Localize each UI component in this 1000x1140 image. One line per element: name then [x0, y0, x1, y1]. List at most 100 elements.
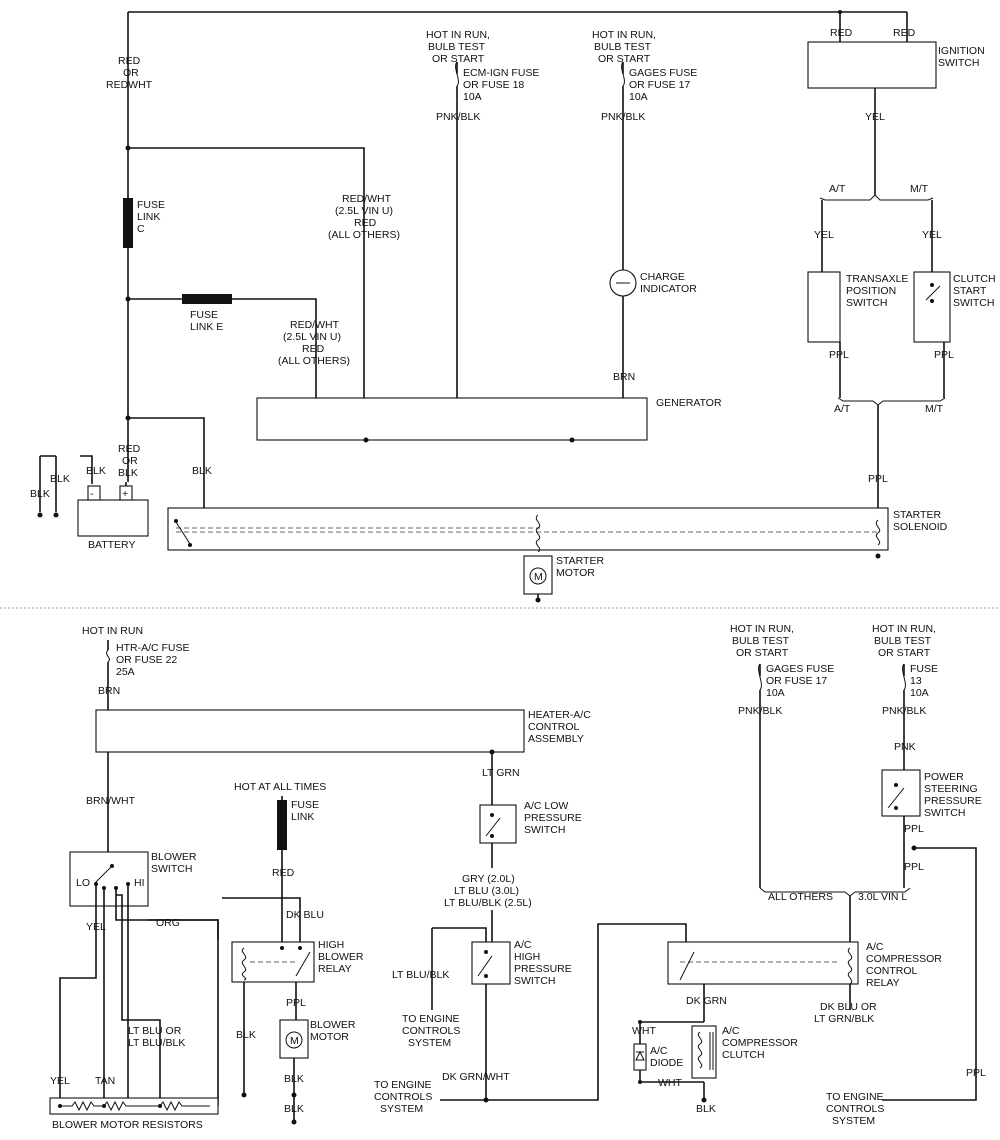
- svg-text:LINK: LINK: [291, 811, 314, 823]
- svg-text:HTR-A/C FUSE: HTR-A/C FUSE: [116, 642, 190, 654]
- label-dk-blu-or: DK BLU OR LT GRN/BLK: [814, 1001, 877, 1025]
- label-ac-high-switch: A/C HIGH PRESSURE SWITCH: [514, 939, 572, 987]
- label-ecm-fuse: ECM-IGN FUSE OR FUSE 18 10A: [463, 67, 539, 103]
- svg-text:MOTOR: MOTOR: [556, 567, 595, 579]
- battery-negative-terminal: [87, 485, 101, 501]
- label-starter-motor: STARTER MOTOR: [556, 555, 604, 579]
- label-to-engine-2: TO ENGINE CONTROLS SYSTEM: [374, 1079, 432, 1115]
- svg-text:GAGES FUSE: GAGES FUSE: [629, 67, 697, 79]
- label-blk-g1: BLK: [192, 465, 212, 477]
- label-ppl-l: PPL: [829, 349, 849, 361]
- label-blk-b1: BLK: [236, 1029, 256, 1041]
- label-mt-1: M/T: [910, 183, 929, 195]
- svg-text:OR FUSE 17: OR FUSE 17: [766, 675, 827, 687]
- label-ppl-far: PPL: [966, 1067, 986, 1079]
- svg-text:RED: RED: [118, 443, 141, 455]
- label-ac-low-switch: A/C LOW PRESSURE SWITCH: [524, 800, 582, 836]
- label-clutch-switch: CLUTCH START SWITCH: [953, 273, 996, 309]
- label-yel-ign: YEL: [865, 111, 885, 123]
- label-lt-grn: LT GRN: [482, 767, 520, 779]
- svg-text:BLK: BLK: [118, 467, 138, 479]
- label-pnkblk-3: PNK/BLK: [738, 705, 782, 717]
- fuse-link-e: [182, 294, 232, 304]
- label-yel-b: YEL: [86, 921, 106, 933]
- label-charge-indicator: CHARGE INDICATOR: [640, 271, 697, 295]
- svg-text:CONTROL: CONTROL: [528, 721, 579, 733]
- svg-text:COMPRESSOR: COMPRESSOR: [866, 953, 942, 965]
- label-heater-control: HEATER-A/C CONTROL ASSEMBLY: [528, 709, 591, 745]
- heater-ac-control-assembly: [95, 709, 525, 753]
- svg-text:ECM-IGN FUSE: ECM-IGN FUSE: [463, 67, 539, 79]
- transaxle-position-switch: [807, 271, 841, 343]
- svg-text:A/C: A/C: [722, 1025, 740, 1037]
- label-high-blower-relay: HIGH BLOWER RELAY: [318, 939, 364, 975]
- blower-switch: [69, 851, 149, 907]
- svg-text:CONTROLS: CONTROLS: [374, 1091, 432, 1103]
- svg-text:OR FUSE 18: OR FUSE 18: [463, 79, 524, 91]
- label-redwht-1: RED/WHT (2.5L VIN U) RED (ALL OTHERS): [328, 193, 400, 241]
- svg-text:INDICATOR: INDICATOR: [640, 283, 697, 295]
- label-blk-clutch: BLK: [696, 1103, 716, 1115]
- svg-text:CHARGE: CHARGE: [640, 271, 685, 283]
- svg-text:DIODE: DIODE: [650, 1057, 683, 1069]
- svg-text:SWITCH: SWITCH: [938, 57, 979, 69]
- label-all-others: ALL OTHERS: [768, 891, 833, 903]
- label-brn-gen: BRN: [613, 371, 635, 383]
- label-pnkblk-1: PNK/BLK: [436, 111, 480, 123]
- ignition-switch: [807, 41, 937, 89]
- label-lt-blublk: LT BLU/BLK: [392, 969, 449, 981]
- ac-compressor-control-relay: [667, 941, 859, 985]
- svg-text:LT BLU/BLK: LT BLU/BLK: [128, 1037, 185, 1049]
- svg-text:SWITCH: SWITCH: [924, 807, 965, 819]
- svg-text:RELAY: RELAY: [866, 977, 900, 989]
- svg-text:STARTER: STARTER: [893, 509, 941, 521]
- svg-text:TO ENGINE: TO ENGINE: [826, 1091, 884, 1103]
- svg-text:STARTER: STARTER: [556, 555, 604, 567]
- generator: [256, 397, 648, 441]
- svg-text:BULB TEST: BULB TEST: [428, 41, 486, 53]
- label-hot-run-2: HOT IN RUN, BULB TEST OR START: [592, 29, 656, 65]
- svg-text:A/C: A/C: [650, 1045, 668, 1057]
- label-at-2: A/T: [834, 403, 851, 415]
- label-tan: TAN: [95, 1075, 115, 1087]
- ac-high-pressure-switch: [471, 941, 511, 985]
- label-hot-run-3: HOT IN RUN, BULB TEST OR START: [730, 623, 794, 659]
- svg-text:MOTOR: MOTOR: [310, 1031, 349, 1043]
- label-red-or-redwht: RED OR REDWHT: [106, 55, 153, 91]
- label-fuse-link-c: FUSE LINK C: [137, 199, 165, 235]
- label-hi: HI: [134, 877, 145, 889]
- svg-text:RED: RED: [354, 217, 377, 229]
- svg-text:ASSEMBLY: ASSEMBLY: [528, 733, 584, 745]
- label-pnk: PNK: [894, 741, 916, 753]
- svg-text:HEATER-A/C: HEATER-A/C: [528, 709, 591, 721]
- svg-text:HOT IN RUN,: HOT IN RUN,: [426, 29, 490, 41]
- svg-text:BLOWER: BLOWER: [310, 1019, 356, 1031]
- label-ppl-r: PPL: [934, 349, 954, 361]
- svg-text:REDWHT: REDWHT: [106, 79, 153, 91]
- label-blk-b3: BLK: [284, 1103, 304, 1115]
- svg-text:CONTROLS: CONTROLS: [826, 1103, 884, 1115]
- label-hot-run-4: HOT IN RUN, BULB TEST OR START: [872, 623, 936, 659]
- label-transaxle-switch: TRANSAXLE POSITION SWITCH: [846, 273, 908, 309]
- svg-text:A/C: A/C: [866, 941, 884, 953]
- svg-text:PRESSURE: PRESSURE: [924, 795, 982, 807]
- svg-text:SWITCH: SWITCH: [151, 863, 192, 875]
- label-blk-b2: BLK: [284, 1073, 304, 1085]
- label-blk-bat: BLK: [86, 465, 106, 477]
- svg-text:C: C: [137, 223, 145, 235]
- svg-text:COMPRESSOR: COMPRESSOR: [722, 1037, 798, 1049]
- svg-text:GRY (2.0L): GRY (2.0L): [462, 873, 515, 885]
- label-ps-switch: POWER STEERING PRESSURE SWITCH: [924, 771, 982, 819]
- label-starter-solenoid: STARTER SOLENOID: [893, 509, 948, 533]
- svg-text:IGNITION: IGNITION: [938, 45, 985, 57]
- svg-text:A/C LOW: A/C LOW: [524, 800, 568, 812]
- label-pnkblk-4: PNK/BLK: [882, 705, 926, 717]
- label-blower-resistors: BLOWER MOTOR RESISTORS: [52, 1119, 203, 1131]
- svg-text:M: M: [534, 571, 543, 583]
- label-wht-2: WHT: [658, 1077, 682, 1089]
- svg-text:13: 13: [910, 675, 922, 687]
- svg-text:HOT IN RUN,: HOT IN RUN,: [730, 623, 794, 635]
- svg-text:OR FUSE 17: OR FUSE 17: [629, 79, 690, 91]
- svg-text:CONTROLS: CONTROLS: [402, 1025, 460, 1037]
